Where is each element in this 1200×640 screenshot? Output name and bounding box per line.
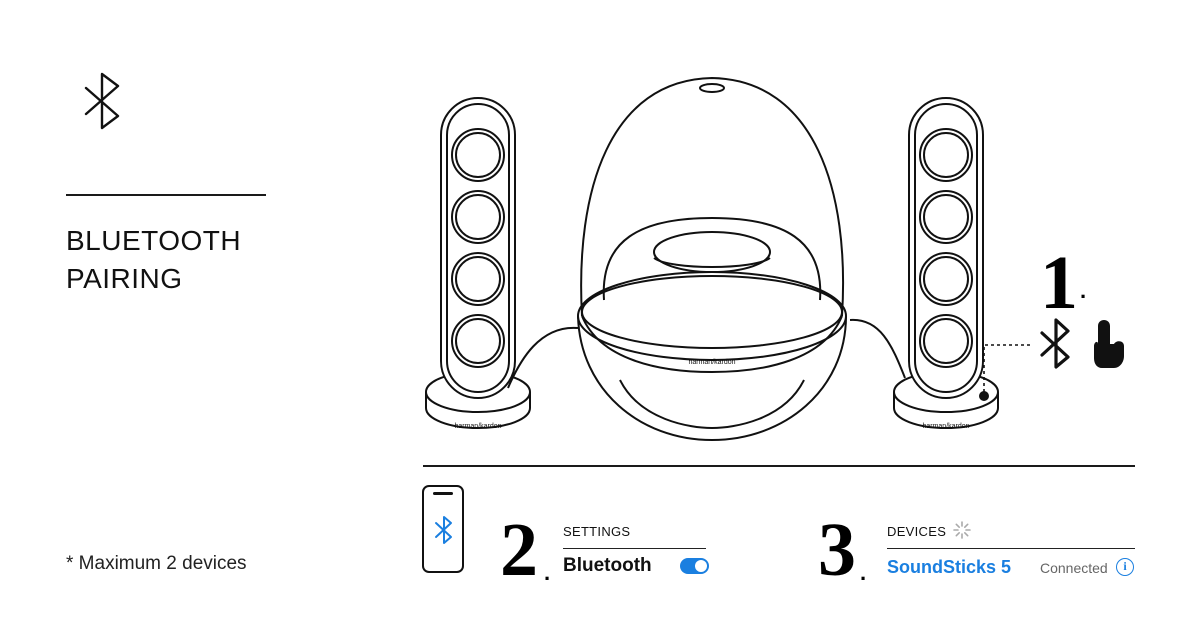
- left-satellite-brand: harman/kardon: [454, 423, 501, 430]
- title-line-2: PAIRING: [66, 263, 183, 294]
- title-rule: [66, 194, 266, 196]
- device-status: Connected: [1040, 560, 1108, 576]
- right-satellite-speaker: [893, 97, 999, 429]
- page-title: BLUETOOTH PAIRING: [66, 222, 241, 298]
- bluetooth-setting-label: Bluetooth: [563, 555, 652, 576]
- step-1-period: .: [1080, 278, 1087, 303]
- step-3-number: 3: [818, 508, 856, 592]
- devices-header: DEVICES: [887, 524, 947, 539]
- device-name[interactable]: SoundSticks 5: [887, 557, 1012, 577]
- right-cable: [849, 318, 906, 379]
- smartphone-icon: [422, 485, 464, 573]
- info-icon[interactable]: i: [1116, 558, 1134, 576]
- callout-line: [983, 344, 1030, 392]
- left-cable: [507, 326, 579, 389]
- devices-rule: [887, 548, 1135, 549]
- speaker-system-illustration: harman/kardon harman/kardon harman/kardo…: [425, 76, 1124, 442]
- step-2-number: 2: [500, 508, 538, 592]
- bluetooth-icon: [84, 72, 120, 130]
- loading-spinner-icon: [953, 521, 971, 539]
- bluetooth-icon: [1040, 318, 1070, 369]
- step-1-number: 1: [1040, 241, 1078, 325]
- bluetooth-icon: [435, 516, 452, 544]
- settings-header: SETTINGS: [563, 524, 631, 539]
- bluetooth-toggle[interactable]: [680, 558, 709, 574]
- left-satellite-speaker: [425, 97, 531, 429]
- subwoofer-brand: harman/kardon: [688, 359, 735, 366]
- subwoofer: [577, 76, 847, 442]
- footnote: * Maximum 2 devices: [66, 553, 247, 574]
- section-divider: [423, 465, 1135, 467]
- settings-rule: [563, 548, 706, 549]
- title-line-1: BLUETOOTH: [66, 225, 242, 256]
- step-3-period: .: [860, 560, 867, 585]
- toggle-knob: [695, 560, 707, 572]
- right-satellite-brand: harman/kardon: [922, 423, 969, 430]
- bluetooth-button: [979, 391, 989, 401]
- hand-press-icon: [1094, 320, 1124, 368]
- step-2-period: .: [544, 560, 551, 585]
